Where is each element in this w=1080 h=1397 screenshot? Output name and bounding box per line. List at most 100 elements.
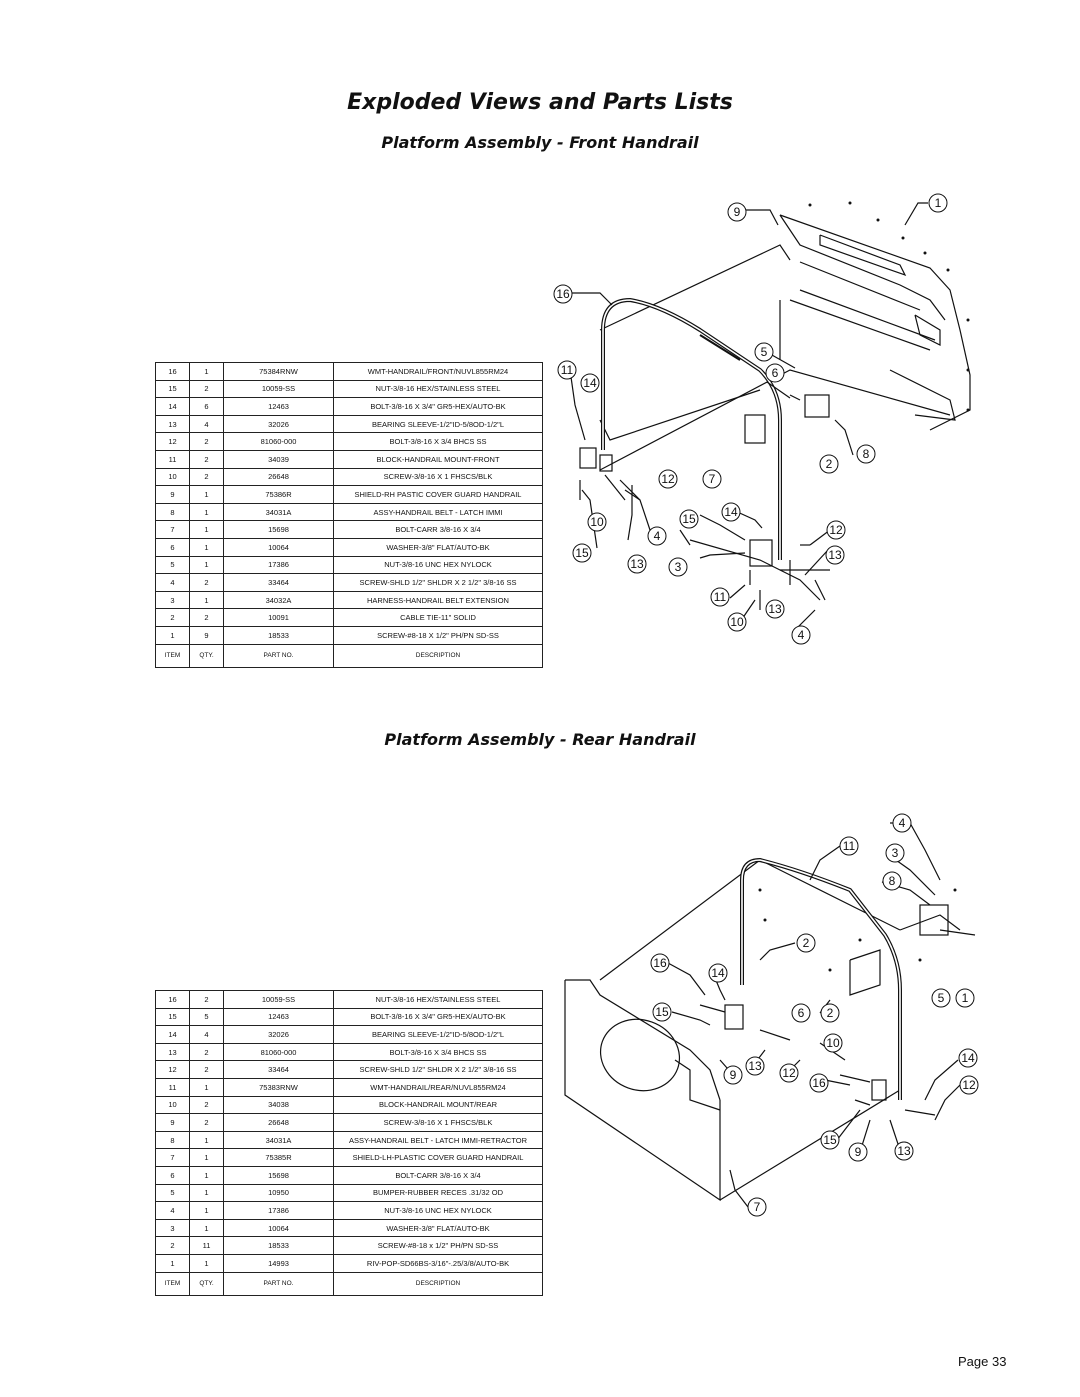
cell-desc: NUT-3/8-16 UNC HEX NYLOCK: [333, 555, 543, 575]
cell-part: 33464: [223, 1060, 334, 1079]
cell-part: 81060-000: [223, 432, 334, 451]
cell-desc: BOLT-3/8-16 X 3/4" GR5-HEX/AUTO-BK: [333, 1007, 543, 1027]
cell-qty: 2: [189, 1113, 224, 1132]
cell-item: 7: [155, 520, 190, 539]
cell-part: 34039: [223, 449, 334, 469]
front-callout-4b: 4: [798, 628, 805, 642]
cell-part: 10091: [223, 608, 334, 627]
cell-part: 34032A: [223, 590, 334, 610]
cell-desc: SHIELD-LH-PLASTIC COVER GUARD HANDRAIL: [333, 1148, 543, 1167]
cell-item: 9: [155, 1113, 190, 1132]
cell-part: 10059-SS: [223, 990, 334, 1009]
rear-callout-16: 16: [653, 956, 667, 970]
cell-item: 11: [155, 1077, 190, 1097]
front-callout-10: 10: [590, 515, 604, 529]
cell-part: 34031A: [223, 502, 334, 522]
cell-desc: BEARING SLEEVE-1/2"ID-5/8OD-1/2"L: [333, 1025, 543, 1044]
cell-item: 3: [155, 590, 190, 610]
cell-part: 17386: [223, 1201, 334, 1220]
rear-callout-10: 10: [826, 1036, 840, 1050]
cell-desc: SCREW-SHLD 1/2" SHLDR X 2 1/2" 3/8-16 SS: [333, 573, 543, 592]
cell-qty: 1: [189, 1148, 224, 1167]
cell-qty: 2: [189, 432, 224, 451]
cell-item: 8: [155, 502, 190, 522]
cell-qty: 2: [189, 1095, 224, 1115]
header-item: ITEM: [155, 1271, 190, 1296]
front-callout-9: 9: [734, 205, 741, 219]
cell-desc: BOLT-CARR 3/8-16 X 3/4: [333, 520, 543, 539]
cell-part: 75383RNW: [223, 1077, 334, 1097]
front-callout-3: 3: [675, 560, 682, 574]
cell-item: 5: [155, 1183, 190, 1203]
front-callout-4: 4: [654, 529, 661, 543]
cell-item: 4: [155, 573, 190, 592]
front-callout-13: 13: [630, 557, 644, 571]
cell-desc: BLOCK-HANDRAIL MOUNT-FRONT: [333, 449, 543, 469]
cell-qty: 2: [189, 379, 224, 399]
cell-item: 15: [155, 379, 190, 399]
front-callout-14b: 14: [724, 505, 738, 519]
cell-part: 18533: [223, 1236, 334, 1255]
cell-item: 4: [155, 1201, 190, 1220]
rear-callout-13: 13: [748, 1059, 762, 1073]
cell-desc: SCREW-3/8-16 X 1 FHSCS/BLK: [333, 467, 543, 487]
cell-desc: NUT-3/8-16 HEX/STAINLESS STEEL: [333, 990, 543, 1009]
cell-part: 17386: [223, 555, 334, 575]
cell-desc: RIV-POP-SD66BS-3/16"-.25/3/8/AUTO-BK: [333, 1253, 543, 1273]
cell-qty: 4: [189, 414, 224, 434]
cell-part: 26648: [223, 1113, 334, 1132]
cell-qty: 5: [189, 1007, 224, 1027]
cell-part: 12463: [223, 1007, 334, 1027]
cell-item: 14: [155, 397, 190, 416]
cell-qty: 1: [189, 537, 224, 557]
cell-item: 2: [155, 608, 190, 627]
front-callout-12b: 12: [829, 523, 843, 537]
cell-item: 10: [155, 1095, 190, 1115]
rear-callout-12: 12: [782, 1066, 796, 1080]
rear-callout-12b: 12: [962, 1078, 976, 1092]
rear-callout-13b: 13: [897, 1144, 911, 1158]
rear-callout-14: 14: [711, 966, 725, 980]
front-callout-13c: 13: [768, 602, 782, 616]
cell-qty: 1: [189, 1201, 224, 1220]
cell-desc: HARNESS-HANDRAIL BELT EXTENSION: [333, 590, 543, 610]
cell-qty: 1: [189, 502, 224, 522]
cell-desc: CABLE TIE-11" SOLID: [333, 608, 543, 627]
rear-callout-5: 5: [938, 991, 945, 1005]
cell-qty: 1: [189, 590, 224, 610]
cell-qty: 1: [189, 1130, 224, 1150]
cell-part: 34038: [223, 1095, 334, 1115]
cell-desc: SCREW-3/8-16 X 1 FHSCS/BLK: [333, 1113, 543, 1132]
cell-qty: 1: [189, 1165, 224, 1185]
cell-desc: BOLT-3/8-16 X 3/4 BHCS SS: [333, 1042, 543, 1062]
cell-qty: 2: [189, 1042, 224, 1062]
cell-desc: SHIELD-RH PASTIC COVER GUARD HANDRAIL: [333, 485, 543, 504]
header-qty: QTY.: [189, 643, 224, 668]
cell-part: 81060-000: [223, 1042, 334, 1062]
rear-callout-14b: 14: [961, 1051, 975, 1065]
front-callout-7: 7: [709, 472, 716, 486]
cell-qty: 1: [189, 1183, 224, 1203]
cell-item: 12: [155, 432, 190, 451]
cell-qty: 1: [189, 1218, 224, 1238]
cell-part: 75385R: [223, 1148, 334, 1167]
front-callout-15: 15: [682, 512, 696, 526]
cell-part: 10950: [223, 1183, 334, 1203]
front-callout-6: 6: [772, 366, 779, 380]
